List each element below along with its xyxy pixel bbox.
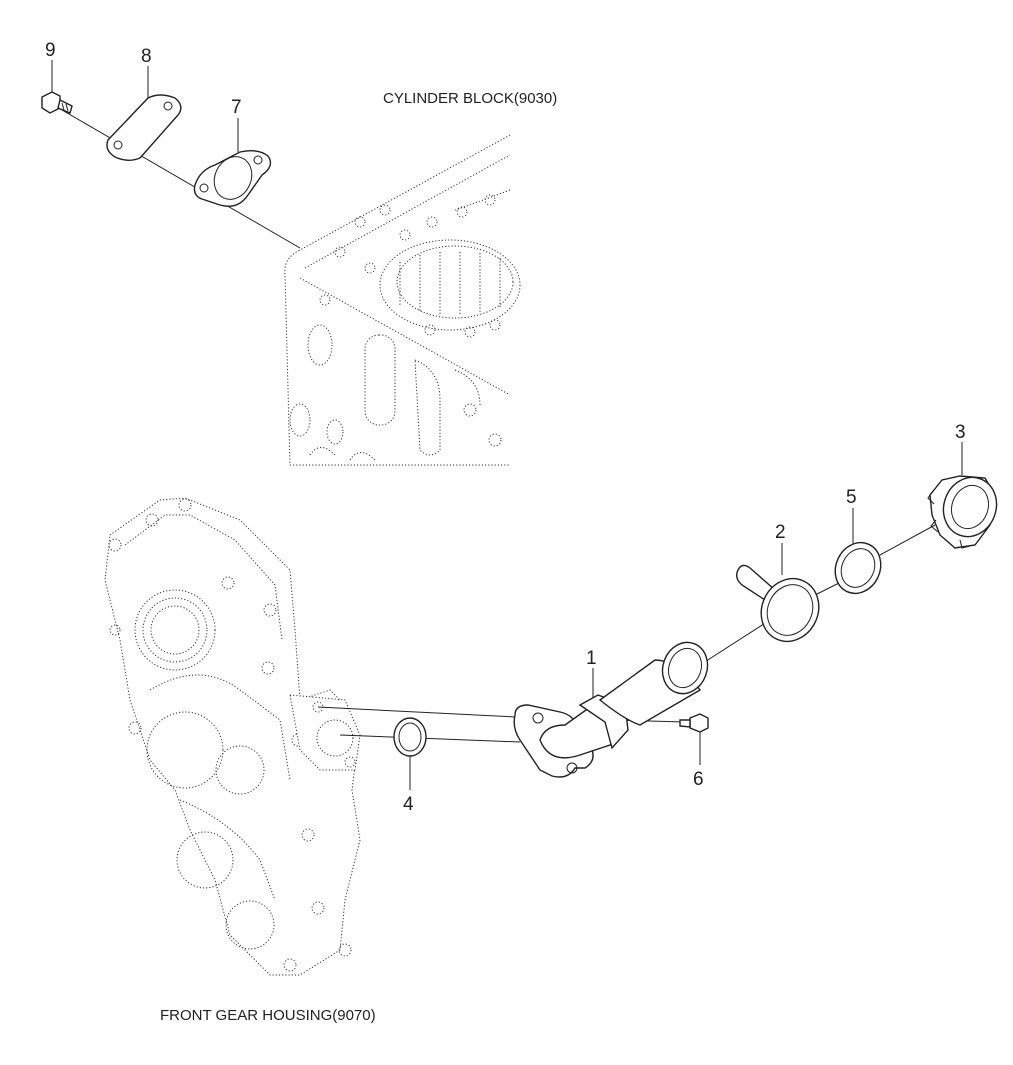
part-4-o-ring bbox=[393, 717, 427, 757]
callout-8: 8 bbox=[141, 46, 152, 67]
cylinder-block-label: CYLINDER BLOCK(9030) bbox=[383, 90, 557, 107]
assembly-lines bbox=[51, 60, 963, 790]
callout-1: 1 bbox=[586, 648, 597, 669]
part-5-ring bbox=[834, 541, 882, 595]
callout-7: 7 bbox=[231, 97, 242, 118]
callout-9: 9 bbox=[45, 40, 56, 61]
part-1-outlet-elbow bbox=[513, 641, 709, 778]
cylinder-block-drawing bbox=[284, 134, 521, 466]
part-7-gasket bbox=[193, 149, 272, 207]
part-2-clamp bbox=[735, 564, 820, 643]
callout-2: 2 bbox=[775, 522, 786, 543]
part-6-small-bolt bbox=[679, 713, 709, 733]
front-gear-housing-drawing bbox=[104, 497, 361, 976]
callout-6: 6 bbox=[693, 769, 704, 790]
front-gear-housing-label: FRONT GEAR HOUSING(9070) bbox=[160, 1007, 376, 1024]
part-3-cap bbox=[927, 475, 998, 549]
callout-3: 3 bbox=[955, 422, 966, 443]
part-9-bolt bbox=[41, 91, 73, 114]
callout-5: 5 bbox=[846, 487, 857, 508]
part-8-cover-plate bbox=[106, 94, 182, 161]
callout-4: 4 bbox=[403, 794, 414, 815]
